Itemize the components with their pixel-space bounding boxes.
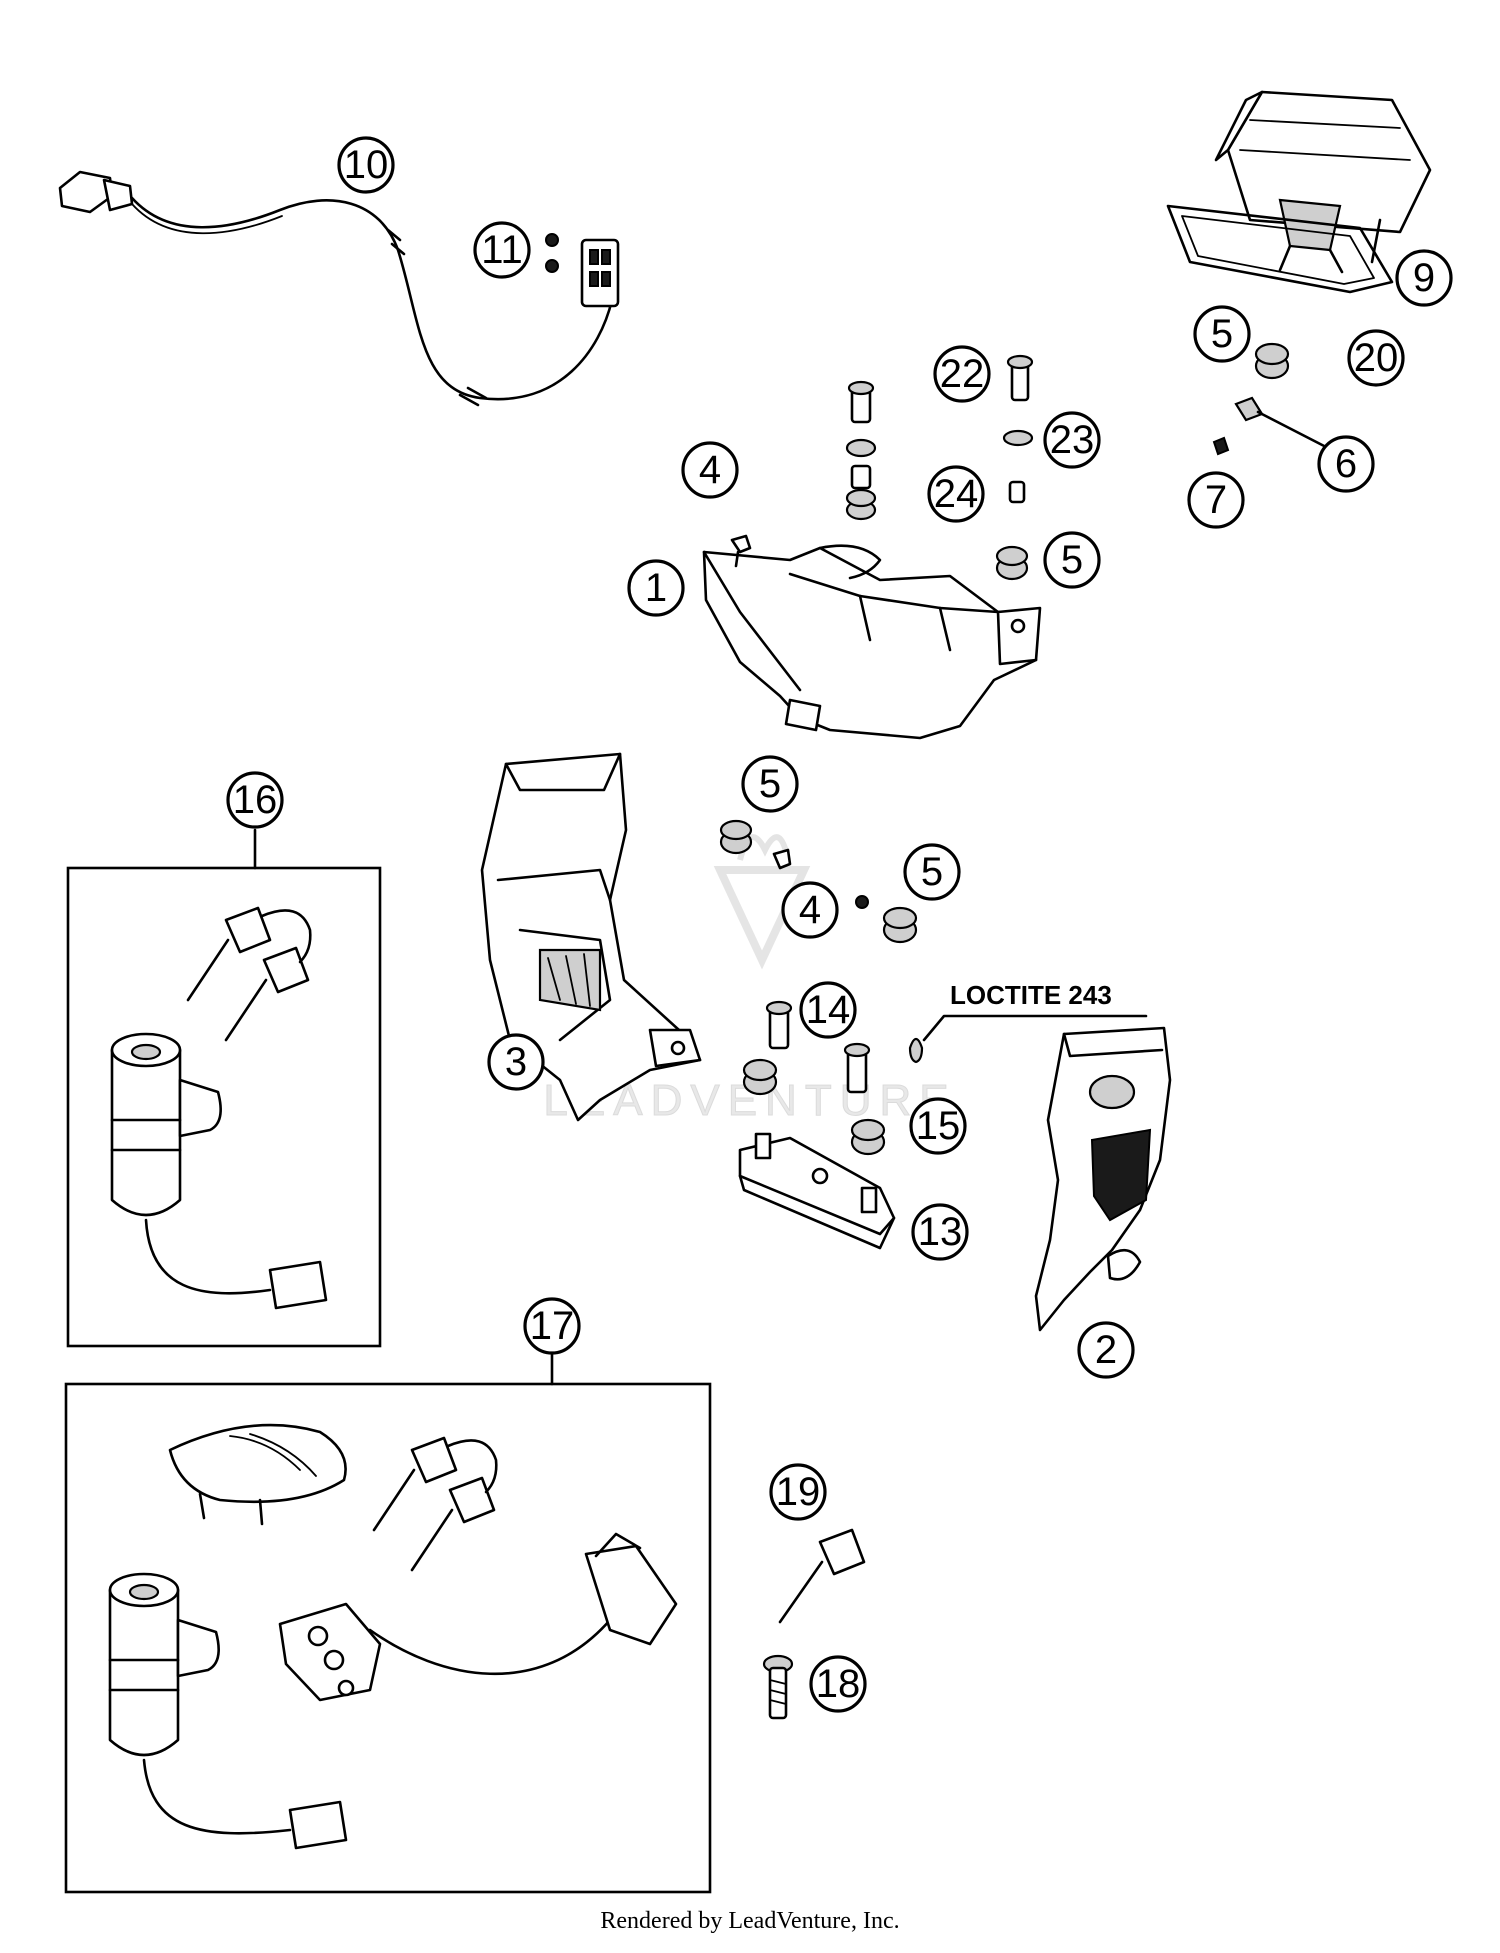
callout-1-label: 1 xyxy=(645,566,667,610)
part-3-left-cover xyxy=(480,752,702,1122)
part-15-grommet-right xyxy=(850,1118,886,1156)
callout-5c-label: 5 xyxy=(759,762,781,806)
part-20-gasket xyxy=(1166,204,1394,294)
callout-2: 2 xyxy=(1077,1321,1135,1379)
loctite-drop xyxy=(908,1014,1148,1064)
callout-14-label: 14 xyxy=(806,988,851,1032)
part-6-bulb xyxy=(1234,396,1330,450)
part-15-grommet-left xyxy=(742,1058,778,1096)
part-17-box xyxy=(64,1382,712,1894)
callout-9: 9 xyxy=(1395,249,1453,307)
part-5-grommet-middle xyxy=(995,545,1029,581)
callout-19-label: 19 xyxy=(776,1470,821,1514)
part-22-screw xyxy=(1006,354,1034,402)
callout-10: 10 xyxy=(337,136,395,194)
part-14-screw-right xyxy=(843,1042,871,1094)
callout-6: 6 xyxy=(1317,435,1375,493)
callout-16: 16 xyxy=(226,771,284,829)
part-19-key xyxy=(778,1528,866,1624)
part-14-screw-left xyxy=(765,1000,793,1050)
part-17-keys xyxy=(372,1436,498,1572)
part-5-grommet-left xyxy=(719,819,753,855)
part-7-clip xyxy=(1212,436,1230,456)
callout-2-label: 2 xyxy=(1095,1328,1117,1372)
part-9-instrument-cluster xyxy=(1214,90,1432,274)
part-23-washer xyxy=(1002,429,1034,447)
callout-23-label: 23 xyxy=(1050,418,1095,462)
part-17-lock-cylinder xyxy=(108,1572,348,1850)
callout-4b-label: 4 xyxy=(799,888,821,932)
footer-credit: Rendered by LeadVenture, Inc. xyxy=(600,1908,900,1934)
part-5-grommet-right xyxy=(855,895,918,944)
callout-22-label: 22 xyxy=(940,352,985,396)
callout-4b: 4 xyxy=(781,881,839,939)
callout-4a: 4 xyxy=(681,441,739,499)
part-17-tank-cap xyxy=(168,1423,347,1526)
part-4-screw-middle xyxy=(772,848,792,870)
callout-18-label: 18 xyxy=(816,1662,861,1706)
callout-16-label: 16 xyxy=(233,778,278,822)
callout-5b: 5 xyxy=(1043,531,1101,589)
callout-17: 17 xyxy=(523,1297,581,1355)
part-1-bracket xyxy=(702,544,1042,740)
callout-20-label: 20 xyxy=(1354,336,1399,380)
part-2-right-cover xyxy=(1034,1026,1172,1332)
callout-11-label: 11 xyxy=(481,228,523,272)
callout-13-label: 13 xyxy=(918,1210,963,1254)
part-17-seat-lock xyxy=(278,1532,678,1702)
callout-5c: 5 xyxy=(741,755,799,813)
part-5-grommet-upper-right xyxy=(1254,342,1290,380)
callout-3: 3 xyxy=(487,1033,545,1091)
callout-4a-label: 4 xyxy=(699,448,721,492)
callout-14: 14 xyxy=(799,981,857,1039)
part-16-box xyxy=(66,866,382,1348)
callout-5b-label: 5 xyxy=(1061,538,1083,582)
part-13-plate xyxy=(738,1132,896,1250)
callout-5d-label: 5 xyxy=(921,850,943,894)
callout-7-label: 7 xyxy=(1205,478,1227,522)
part-18-bolt xyxy=(762,1654,794,1720)
callout-7: 7 xyxy=(1187,471,1245,529)
loctite-label: LOCTITE 243 xyxy=(950,980,1112,1010)
callout-1: 1 xyxy=(627,559,685,617)
callout-18: 18 xyxy=(809,1655,867,1713)
callout-5a: 5 xyxy=(1193,305,1251,363)
callout-24-label: 24 xyxy=(934,472,979,516)
callout-15: 15 xyxy=(909,1097,967,1155)
callout-5a-label: 5 xyxy=(1211,312,1233,356)
callout-6-label: 6 xyxy=(1335,442,1357,486)
callout-11: 11 xyxy=(473,221,531,279)
part-1-hardware xyxy=(845,380,877,521)
callout-10-label: 10 xyxy=(344,143,389,187)
part-24-spacer xyxy=(1008,480,1026,504)
part-11-screws-connector xyxy=(545,233,620,308)
callout-3-label: 3 xyxy=(505,1040,527,1084)
callout-23: 23 xyxy=(1043,411,1101,469)
callout-17-label: 17 xyxy=(530,1304,575,1348)
part-10-wiring-harness xyxy=(58,170,614,407)
callout-13: 13 xyxy=(911,1203,969,1261)
callout-19: 19 xyxy=(769,1463,827,1521)
callout-20: 20 xyxy=(1347,329,1405,387)
part-16-lock-cylinder xyxy=(110,1032,328,1310)
part-4-screw-upper xyxy=(730,534,752,568)
callout-24: 24 xyxy=(927,465,985,523)
callout-15-label: 15 xyxy=(916,1104,961,1148)
callout-9-label: 9 xyxy=(1413,256,1435,300)
part-16-keys xyxy=(186,906,312,1042)
callout-5d: 5 xyxy=(903,843,961,901)
callout-22: 22 xyxy=(933,345,991,403)
